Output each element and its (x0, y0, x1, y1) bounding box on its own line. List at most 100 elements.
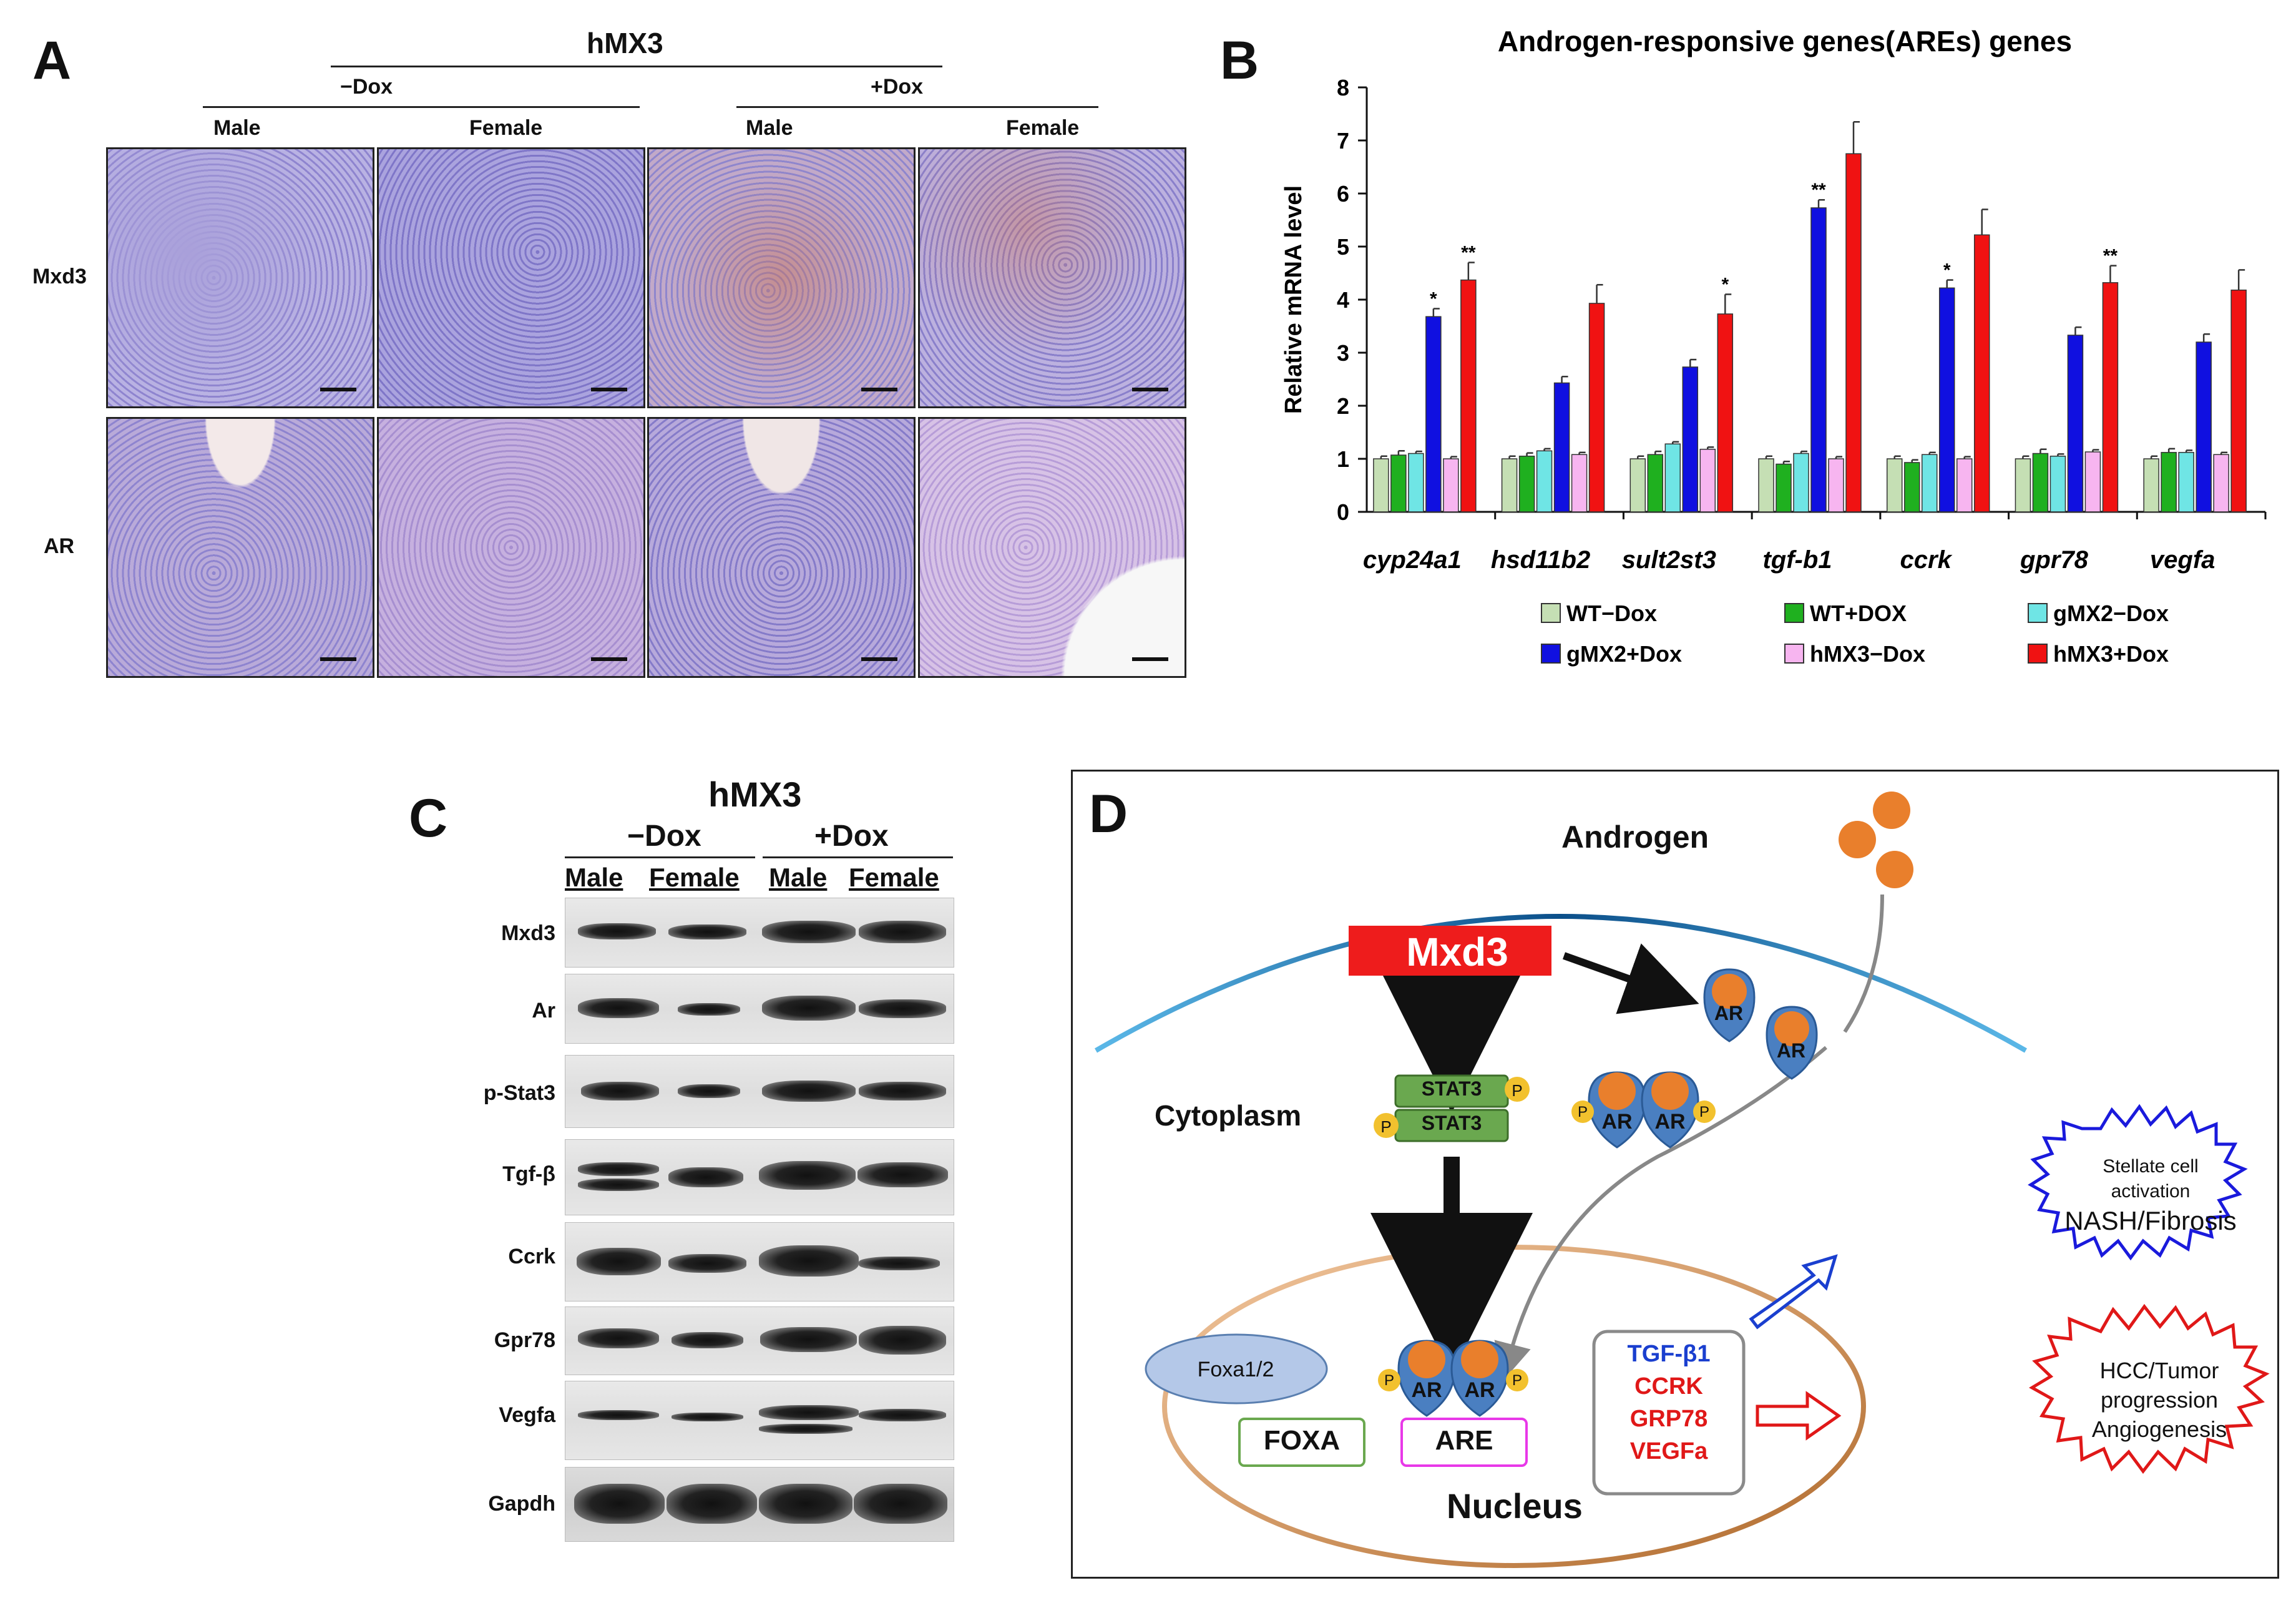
panel-a-minus-line (203, 106, 640, 108)
blot-strip (565, 1222, 954, 1302)
y-tick-label: 0 (1337, 499, 1349, 525)
androgen-molecule (1651, 1072, 1689, 1110)
blot-label: p-Stat3 (483, 1081, 555, 1105)
blot-band (668, 924, 746, 939)
bar (2196, 341, 2212, 512)
panel-a-col-3: Male (746, 116, 793, 140)
panel-a-title: hMX3 (587, 27, 663, 59)
y-tick-label: 6 (1337, 181, 1349, 207)
bar (2230, 289, 2247, 512)
ar-label: AR (1411, 1378, 1442, 1402)
scale-bar (1132, 657, 1168, 661)
bar (1518, 456, 1535, 512)
panel-b-label: B (1220, 31, 1259, 91)
blot-band (578, 1328, 659, 1348)
blot-band (578, 998, 659, 1018)
phospho-label: P (1512, 1372, 1522, 1389)
bar (1443, 458, 1459, 512)
phospho-label: P (1380, 1117, 1392, 1136)
significance-label: * (1430, 288, 1437, 309)
blot-band (760, 1327, 857, 1352)
androgen-molecule (1598, 1072, 1636, 1110)
foxa-box (1238, 1418, 1365, 1467)
bar (1408, 453, 1424, 512)
significance-label: * (1721, 275, 1729, 295)
panel-a-plus-line (736, 106, 1098, 108)
legend-label: gMX2+Dox (1566, 641, 1682, 667)
foxa12-factor (1145, 1333, 1328, 1404)
androgen-molecule (1408, 1341, 1445, 1378)
panel-d-label: D (1089, 784, 1128, 844)
x-tick-label: vegfa (2150, 546, 2215, 574)
androgen-label: Androgen (1561, 820, 1709, 855)
phospho-marker (1506, 1369, 1528, 1391)
legend-swatch (2028, 644, 2048, 664)
blot-band (859, 921, 946, 943)
bar (1776, 463, 1792, 512)
x-tick-label: cyp24a1 (1363, 546, 1462, 574)
panel-a-label: A (32, 31, 72, 91)
histology-image (647, 417, 916, 678)
phospho-label: P (1512, 1081, 1523, 1100)
scale-bar (591, 388, 627, 391)
panel-c-title: hMX3 (708, 775, 802, 814)
bar (1571, 454, 1588, 512)
histology-image (918, 417, 1186, 678)
bar (1682, 366, 1699, 512)
x-tick-label: sult2st3 (1622, 546, 1716, 574)
stat3-label: STAT3 (1421, 1112, 1482, 1134)
y-tick-label: 1 (1337, 446, 1349, 472)
stellate-line-1: Stellate cell (2103, 1156, 2199, 1177)
phospho-label: P (1577, 1104, 1588, 1120)
panel-a-col-1: Male (213, 116, 261, 140)
mxd3-label: Mxd3 (1406, 929, 1508, 974)
hcc-line-1: HCC/Tumor (2099, 1358, 2219, 1383)
blot-strip (565, 1467, 954, 1542)
blot-band (859, 1326, 946, 1355)
blot-band (759, 1424, 852, 1434)
bar (1588, 303, 1605, 512)
significance-label: * (1943, 260, 1951, 281)
blot-band (667, 1484, 757, 1524)
ar-label: AR (1654, 1110, 1686, 1134)
blot-band (857, 1162, 948, 1187)
blot-strip (565, 1139, 954, 1215)
bar (1828, 458, 1844, 512)
bar (1460, 279, 1477, 512)
blot-band (678, 1084, 740, 1098)
blot-band (574, 1484, 665, 1524)
bar (1501, 458, 1518, 512)
blot-band (578, 923, 656, 939)
bar (1938, 287, 1955, 512)
bar (1373, 458, 1389, 512)
blot-band (859, 999, 946, 1018)
x-tick-label: ccrk (1900, 546, 1953, 574)
panel-c-col-1: Male (565, 863, 623, 892)
bar (1886, 458, 1903, 512)
blot-strip (565, 898, 954, 968)
legend-label: WT+DOX (1810, 601, 1907, 626)
blot-band (578, 1179, 659, 1191)
blot-band (672, 1413, 743, 1421)
foxa12-label: Foxa1/2 (1197, 1358, 1274, 1381)
blot-label: Gpr78 (494, 1328, 555, 1352)
ar-label: AR (1714, 1002, 1744, 1024)
panel-a-col-2: Female (469, 116, 543, 140)
blot-band (672, 1332, 743, 1348)
bar (2067, 335, 2084, 512)
blot-label: Ar (532, 999, 555, 1022)
hcc-line-2: progression (2100, 1387, 2219, 1413)
blot-label: Mxd3 (501, 921, 555, 945)
cell-membrane (1094, 914, 2027, 1053)
significance-label: ** (1811, 180, 1826, 200)
are-box (1400, 1418, 1528, 1467)
bar (1536, 450, 1553, 512)
panel-c-label: C (409, 788, 448, 848)
y-tick-label: 2 (1337, 393, 1349, 419)
histology-image (106, 147, 374, 408)
bar (2161, 452, 2177, 512)
phospho-label: P (1699, 1104, 1709, 1120)
bar-chart: Androgen-responsive genes(AREs) genes012… (1281, 25, 2267, 667)
phospho-marker (1571, 1101, 1594, 1123)
blot-band (678, 1003, 740, 1016)
